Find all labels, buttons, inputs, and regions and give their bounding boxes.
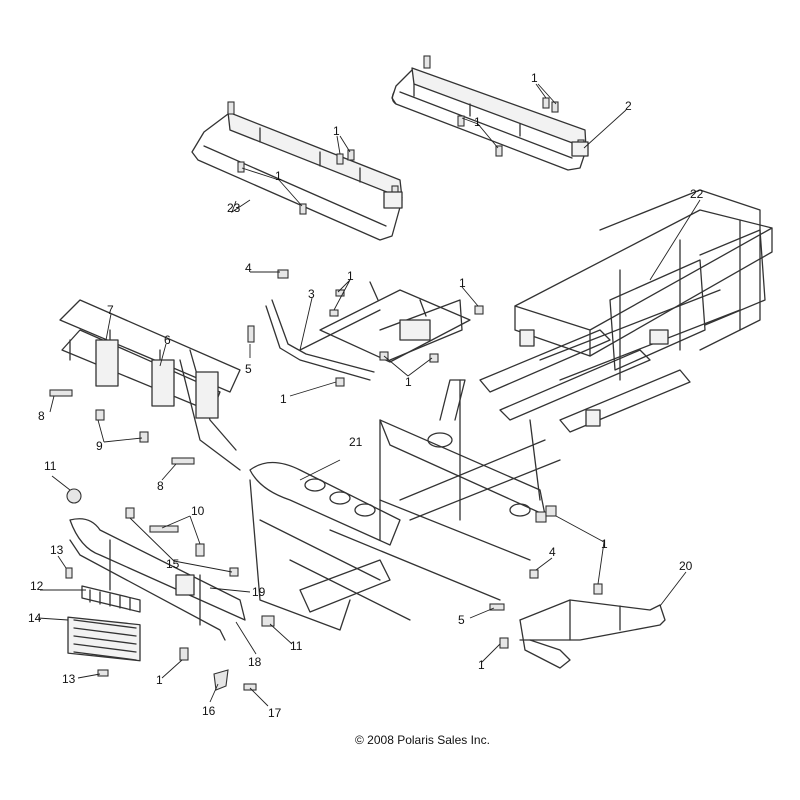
callout-bracket-4: 4: [245, 261, 252, 275]
callout-nut-4-side: 4: [549, 545, 556, 559]
callout-screen-14: 14: [28, 611, 42, 625]
front-seat-base: [191, 101, 403, 241]
callout-grommet-11: 11: [44, 459, 57, 473]
callout-bolt-1-mid: 1: [405, 375, 412, 389]
front-seat-hardware: [237, 149, 355, 215]
callout-clip-16: 16: [202, 704, 216, 718]
callout-plug-11: 11: [290, 639, 303, 653]
callout-mid-bracket: 3: [308, 287, 315, 301]
rear-bumper: [519, 599, 666, 669]
callout-bolt-1-right: 1: [459, 276, 466, 290]
callout-nut-9: 9: [96, 439, 103, 453]
callout-bumper-18: 18: [248, 655, 262, 669]
callout-front-seat: 23: [227, 201, 241, 215]
copyright-notice: © 2008 Polaris Sales Inc.: [355, 733, 490, 747]
rear-frame: [479, 189, 773, 433]
callout-bolt-1-top: 1: [347, 269, 354, 283]
mid-bracket: [265, 281, 471, 381]
callout-bolt-10: 10: [191, 504, 205, 518]
callout-bolt-5-side: 5: [458, 613, 465, 627]
callout-seat-front-hw-1b: 1: [275, 169, 282, 183]
callout-main-frame: 21: [349, 435, 363, 449]
callout-labels: 1 1 2 1 1 23 22 4 1 1 3 5 1 1 7 6 8 9 8 …: [28, 71, 704, 720]
callout-screw-17: 17: [268, 706, 282, 720]
callout-bolt-1-left: 1: [280, 392, 287, 406]
leader-lines: [37, 83, 701, 707]
callout-screw-13-top: 13: [50, 543, 64, 557]
callout-bumper-20: 20: [679, 559, 693, 573]
callout-screw-13-low: 13: [62, 672, 76, 686]
mesh-screen: [67, 616, 141, 662]
callout-bolt-8-low: 8: [157, 479, 164, 493]
rear-seat-hardware: [457, 97, 559, 157]
main-frame: [249, 379, 561, 631]
callout-bolt-1-low: 1: [478, 658, 485, 672]
front-supports: [59, 299, 241, 471]
callout-bolt-5: 5: [245, 362, 252, 376]
grille: [81, 585, 141, 613]
rear-seat-base: [391, 55, 589, 171]
callout-seat-rear-hw-1b: 1: [474, 115, 481, 129]
callout-bolt-8-top: 8: [38, 409, 45, 423]
callout-bumper-15: 15: [166, 557, 180, 571]
callout-seat-front-hw-1a: 1: [333, 124, 340, 138]
callout-bracket-19: 19: [252, 585, 266, 599]
front-bumper: [69, 518, 246, 641]
callout-front-support-6: 6: [164, 333, 171, 347]
callout-front-support-7: 7: [107, 303, 114, 317]
callout-seat-rear-hw-1a: 1: [531, 71, 538, 85]
callout-grille-12: 12: [30, 579, 44, 593]
callout-rear-frame: 22: [690, 187, 704, 201]
callout-bolt-1-side: 1: [601, 537, 608, 551]
callout-rear-seat: 2: [625, 99, 632, 113]
callout-bolt-1-bottom: 1: [156, 673, 163, 687]
